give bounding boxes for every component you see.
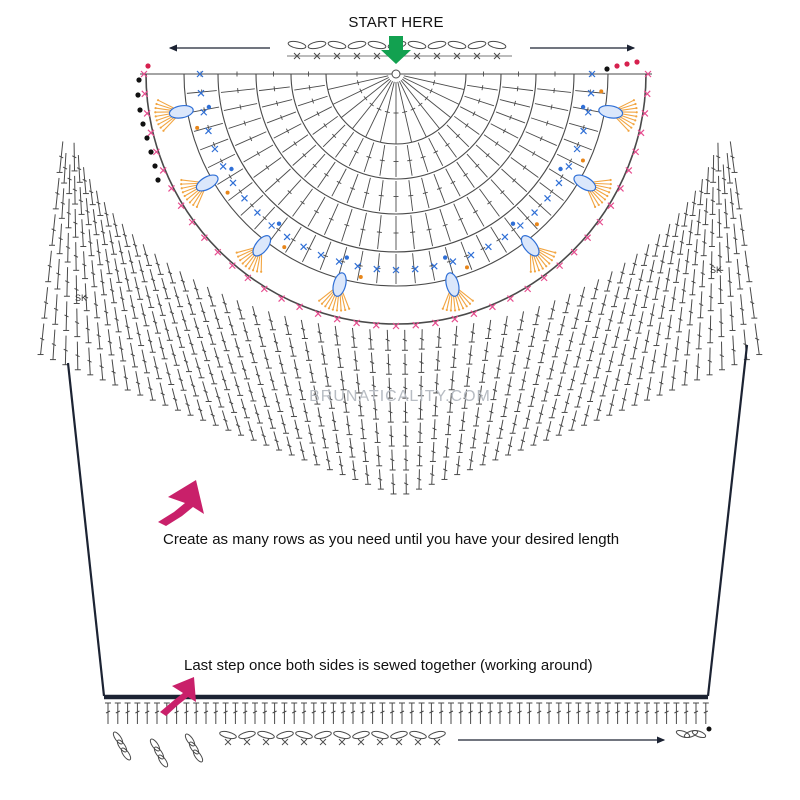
start-here-label: START HERE bbox=[348, 14, 444, 31]
body-outline bbox=[66, 344, 749, 700]
bottom-direction-arrow bbox=[458, 726, 712, 744]
bottom-border-row bbox=[105, 702, 709, 724]
start-arrow-icon bbox=[381, 36, 411, 64]
round-marks bbox=[140, 70, 652, 330]
note-arrow-icon bbox=[160, 677, 196, 716]
last-step-note: Last step once both sides is sewed toget… bbox=[184, 657, 593, 674]
side-edge-dots bbox=[135, 59, 640, 183]
yoke-stitches bbox=[186, 69, 606, 284]
bottom-chain bbox=[112, 729, 707, 768]
body-stitch-columns bbox=[37, 141, 763, 495]
skip-label-left: SK bbox=[75, 293, 88, 303]
shell-stitches bbox=[154, 89, 638, 312]
watermark: BRUNATICALITY.COM bbox=[309, 388, 491, 405]
skip-label-right: SK bbox=[710, 265, 723, 275]
rows-note: Create as many rows as you need until yo… bbox=[163, 531, 620, 548]
note-arrow-icon bbox=[158, 480, 204, 526]
